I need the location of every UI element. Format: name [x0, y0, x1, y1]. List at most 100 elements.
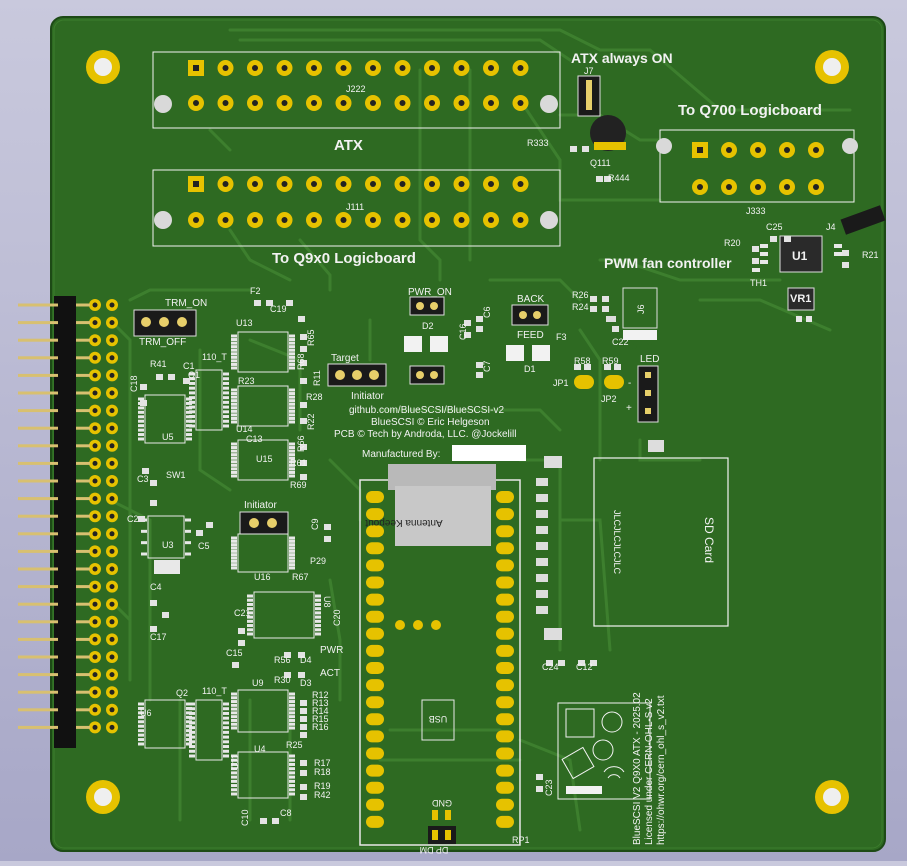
to-q9x0-label: To Q9x0 Logicboard — [272, 250, 416, 267]
pwr-on-label: PWR_ON — [408, 287, 452, 298]
pin-hole — [517, 217, 524, 223]
soic-lead — [289, 784, 295, 788]
soic-lead — [289, 711, 295, 715]
target-jumper — [327, 363, 387, 387]
pico-pad — [366, 679, 384, 692]
scsi-hole — [92, 531, 98, 537]
sd-pad — [536, 542, 548, 550]
ref-110t-b: 110_T — [202, 686, 227, 696]
soic-lead — [247, 611, 253, 615]
smd-pad — [162, 612, 169, 618]
pwr-on-jumper — [409, 296, 445, 385]
pin-hole — [252, 217, 258, 223]
ref-jp1: JP1 — [553, 378, 569, 388]
smd-pad — [590, 660, 597, 666]
scsi-header — [18, 296, 118, 748]
soic-lead — [289, 352, 295, 356]
pico-pad — [366, 508, 384, 521]
soic-lead — [231, 442, 237, 446]
ref-u16: U16 — [254, 572, 271, 582]
soic-lead — [315, 598, 321, 602]
soic-lead — [223, 424, 229, 428]
scsi-hole — [109, 355, 115, 361]
sd-card-label: SD Card — [702, 517, 716, 563]
pico-pad — [366, 764, 384, 777]
pico-pad — [366, 730, 384, 743]
soic-outline — [195, 369, 223, 431]
plus-label: + — [626, 403, 632, 414]
soic-lead — [138, 702, 144, 706]
pico-pad — [496, 730, 514, 743]
soic-lead — [231, 553, 237, 557]
scsi-hole — [92, 496, 98, 502]
smd-pad — [140, 384, 147, 390]
pin-hole — [281, 65, 288, 71]
sd-pad — [536, 494, 548, 502]
pico-pad — [496, 610, 514, 623]
soic-lead — [223, 396, 229, 400]
soic-lead — [138, 433, 144, 437]
scsi-hole — [92, 425, 98, 431]
ref-r444: R444 — [608, 173, 630, 183]
ref-j111: J111 — [346, 202, 364, 212]
soic-lead — [186, 433, 192, 437]
ref-u9: U9 — [252, 678, 264, 688]
scsi-pin — [76, 620, 90, 624]
ref-c21: C21 — [234, 608, 251, 618]
soic-lead — [289, 696, 295, 700]
act-label: ACT — [320, 668, 340, 679]
smd-pad — [558, 660, 565, 666]
pin-hole — [517, 181, 524, 187]
scsi-hole — [92, 513, 98, 519]
ref-j6: J6 — [636, 304, 646, 314]
soic-lead — [289, 474, 295, 478]
scsi-hole — [109, 689, 115, 695]
scsi-pin — [18, 637, 58, 641]
smd-pad — [254, 300, 261, 306]
soic-outline — [195, 699, 223, 761]
soic-lead — [231, 474, 237, 478]
smd-pad — [578, 660, 585, 666]
smd-pad — [298, 316, 305, 322]
pico-pad — [366, 491, 384, 503]
smd-pad — [238, 628, 245, 634]
pin-hole — [222, 100, 229, 106]
pico-pad — [366, 627, 384, 640]
ref-c18: C18 — [129, 375, 139, 392]
pin-hole — [488, 100, 494, 106]
to-q700-label: To Q700 Logicboard — [678, 102, 822, 119]
scsi-hole — [92, 390, 98, 396]
scsi-pin — [76, 426, 90, 430]
soic-lead — [186, 742, 192, 746]
scsi-hole — [109, 372, 115, 378]
smd-pad — [324, 524, 331, 530]
ref-r30: R30 — [274, 675, 291, 685]
feed-label: FEED — [517, 330, 544, 341]
pwr-label: PWR — [320, 645, 343, 656]
ref-c10: C10 — [240, 809, 250, 826]
soic-lead — [315, 602, 321, 606]
smd-pad — [476, 372, 483, 378]
sd-pad — [536, 558, 548, 566]
smd-pad — [183, 378, 190, 384]
soic-lead — [185, 541, 191, 545]
soic-lead — [231, 366, 237, 370]
scsi-pin — [76, 303, 90, 307]
ref-r11: R11 — [312, 370, 322, 386]
soic-lead — [315, 632, 321, 636]
sd-pad — [536, 606, 548, 614]
soic-lead — [315, 624, 321, 628]
initiator-mid-label: Initiator — [244, 500, 277, 511]
soic-lead — [231, 566, 237, 570]
pico-pad — [496, 491, 514, 503]
soic-lead — [223, 730, 229, 734]
soic-lead — [141, 541, 147, 545]
smd-pad — [142, 468, 149, 474]
sd-pad — [536, 510, 548, 518]
soic-lead — [289, 467, 295, 471]
soic-lead — [231, 784, 237, 788]
soic-lead — [315, 619, 321, 623]
antenna-keepout-label: Antenna Keepout — [365, 517, 443, 528]
ref-c7: C7 — [482, 360, 492, 372]
soic-lead — [138, 742, 144, 746]
